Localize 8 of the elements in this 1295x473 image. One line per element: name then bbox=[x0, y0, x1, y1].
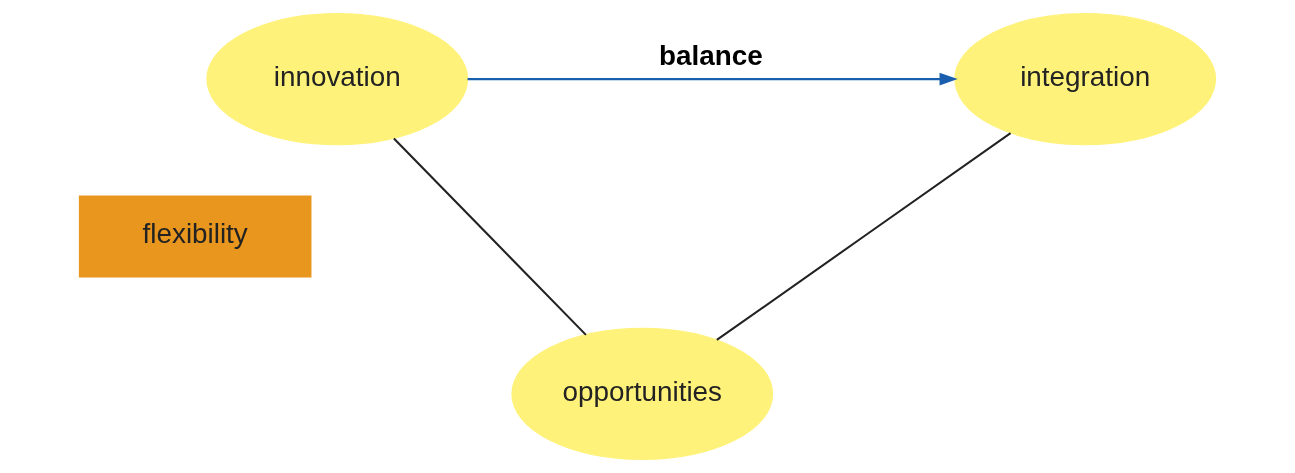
arrow bbox=[467, 72, 958, 86]
edge-label: balance bbox=[658, 40, 763, 72]
node-ellipse: opportunities bbox=[511, 327, 774, 461]
connector bbox=[716, 132, 1012, 341]
node-box: flexibility bbox=[78, 195, 312, 278]
node-ellipse: innovation bbox=[206, 12, 469, 146]
node-ellipse: integration bbox=[954, 12, 1217, 146]
connector bbox=[393, 137, 587, 336]
